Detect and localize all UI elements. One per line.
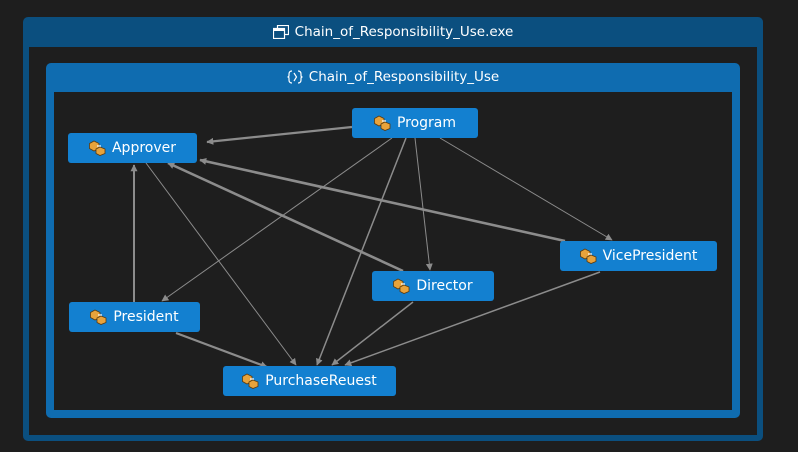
node-president[interactable]: President (69, 302, 200, 332)
node-program[interactable]: Program (352, 108, 478, 138)
class-icon (90, 309, 108, 325)
node-label: Approver (111, 140, 177, 156)
namespace-icon (287, 70, 303, 84)
node-label: Program (396, 115, 457, 131)
node-purchasereuest[interactable]: PurchaseReuest (223, 366, 396, 396)
node-vicepresident[interactable]: VicePresident (560, 241, 717, 271)
class-icon (242, 373, 260, 389)
namespace-title: Chain_of_Responsibility_Use (308, 69, 500, 85)
class-icon (393, 278, 411, 294)
node-label: VicePresident (602, 248, 698, 264)
class-icon (579, 248, 598, 264)
node-label: Director (416, 278, 473, 294)
class-icon (89, 140, 107, 156)
assembly-title: Chain_of_Responsibility_Use.exe (294, 24, 514, 40)
namespace-header[interactable]: Chain_of_Responsibility_Use (46, 63, 740, 91)
node-director[interactable]: Director (372, 271, 494, 301)
node-label: President (113, 309, 179, 325)
node-label: PurchaseReuest (265, 373, 377, 389)
assembly-header[interactable]: Chain_of_Responsibility_Use.exe (23, 17, 763, 47)
node-approver[interactable]: Approver (68, 133, 197, 163)
class-icon (374, 115, 392, 131)
assembly-icon (272, 25, 289, 39)
